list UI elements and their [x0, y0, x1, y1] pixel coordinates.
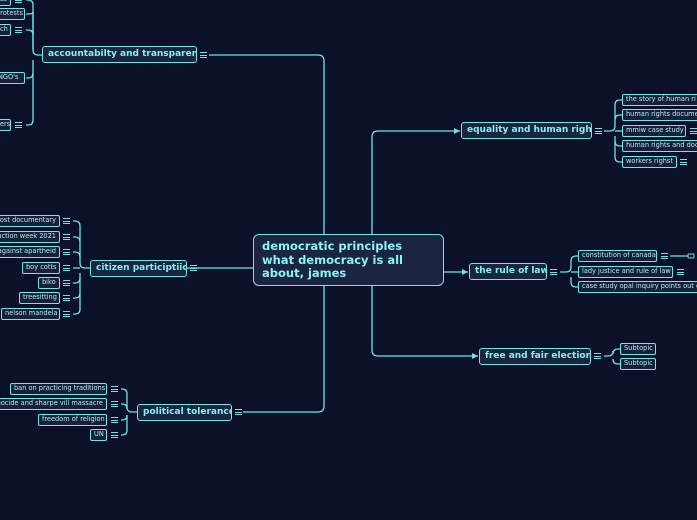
subtopic-menu-icon[interactable] — [63, 280, 70, 286]
subtopic-citizen-5[interactable]: biko — [38, 277, 60, 289]
subtopic-accountability-1[interactable]: ss — [0, 0, 11, 6]
subtopic-menu-icon[interactable] — [15, 0, 22, 3]
subtopic-citizen-6[interactable]: treesitting — [19, 292, 60, 304]
subtopic-menu-icon[interactable] — [111, 386, 118, 392]
branch-accountability-transparency[interactable]: accountabilty and transparency — [42, 46, 197, 63]
branch-political-tolerance[interactable]: political tolerance — [137, 404, 232, 421]
subtopic-menu-icon[interactable] — [15, 122, 22, 128]
subtopic-menu-icon[interactable] — [111, 432, 118, 438]
subtopic-tolerance-4[interactable]: UN — [90, 429, 107, 441]
subtopic-menu-icon[interactable] — [63, 265, 70, 271]
subtopic-human-rights-4[interactable]: human rights and doc — [622, 140, 697, 152]
subtopic-accountability-5[interactable]: ers — [0, 119, 11, 131]
subtopic-menu-icon[interactable] — [111, 401, 118, 407]
subtopic-tolerance-1[interactable]: ban on practicing traditions — [10, 383, 107, 395]
subtopic-citizen-4[interactable]: boy cotts — [22, 262, 60, 274]
subtopic-citizen-2[interactable]: uction week 2021 — [0, 231, 60, 243]
subtopic-menu-icon[interactable] — [111, 417, 118, 423]
subtopic-accountability-4[interactable]: NGO's — [0, 72, 25, 84]
subtopic-menu-icon[interactable] — [63, 234, 70, 240]
subtopic-menu-icon[interactable] — [677, 269, 684, 275]
subtopic-tolerance-2[interactable]: nocide and sharpe vill massacre — [0, 398, 107, 410]
subtopic-human-rights-5[interactable]: workers righst — [622, 156, 677, 168]
subtopic-human-rights-3[interactable]: mmiw case study — [622, 125, 686, 137]
branch-free-fair-elections[interactable]: free and fair elections — [479, 348, 591, 365]
branch-citizen-participation[interactable]: citizen participtiion — [90, 260, 187, 277]
subtopic-menu-icon[interactable] — [63, 311, 70, 317]
subtopic-menu-icon[interactable] — [63, 218, 70, 224]
subtopic-menu-icon[interactable] — [661, 253, 668, 259]
subtopic-citizen-3[interactable]: against apartheid — [0, 246, 60, 258]
subtopic-elections-2[interactable]: Subtopic — [620, 358, 656, 370]
subtopic-menu-icon[interactable] — [680, 159, 687, 165]
subtopic-citizen-1[interactable]: ost documentary — [0, 215, 60, 227]
subtopic-citizen-7[interactable]: nelson mandela — [1, 308, 60, 320]
subtopic-menu-icon[interactable] — [63, 249, 70, 255]
subtopic-menu-icon[interactable] — [63, 295, 70, 301]
subtopic-rule-of-law-1[interactable]: constitution of canada — [578, 250, 657, 262]
central-topic[interactable]: democratic principles what democracy is … — [253, 234, 444, 286]
subtopic-tolerance-3[interactable]: freedom of religion — [38, 414, 107, 426]
subtopic-accountability-2[interactable]: protests — [0, 8, 25, 20]
subtopic-human-rights-2[interactable]: human rights docume — [622, 109, 697, 121]
subtopic-menu-icon[interactable] — [690, 128, 697, 134]
subtopic-human-rights-1[interactable]: the story of human ri — [622, 94, 697, 106]
subtopic-rule-of-law-2[interactable]: lady justice and rule of law — [578, 266, 673, 278]
branch-menu-icon[interactable] — [200, 52, 207, 58]
branch-menu-icon[interactable] — [594, 353, 601, 359]
branch-menu-icon[interactable] — [595, 128, 602, 134]
subtopic-rule-of-law-3[interactable]: case study opal inquiry points out c — [578, 281, 697, 293]
branch-menu-icon[interactable] — [235, 409, 242, 415]
subtopic-elections-1[interactable]: Subtopic — [620, 343, 656, 355]
subtopic-menu-icon[interactable] — [15, 27, 22, 33]
branch-rule-of-law[interactable]: the rule of law — [469, 263, 547, 280]
branch-equality-human-rights[interactable]: equality and human rights — [461, 122, 592, 139]
branch-menu-icon[interactable] — [190, 265, 197, 271]
branch-menu-icon[interactable] — [550, 269, 557, 275]
subtopic-accountability-3[interactable]: ch — [0, 24, 11, 36]
